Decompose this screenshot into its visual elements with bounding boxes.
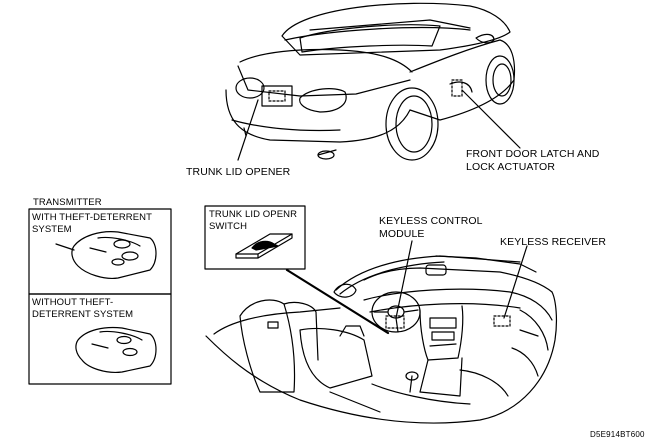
key-fob-without-theft-deterrent xyxy=(75,326,157,373)
keyless-receiver-label: KEYLESS RECEIVER xyxy=(500,236,607,248)
keyless-control-module-label-line1: KEYLESS CONTROL xyxy=(379,215,483,227)
front-door-latch-label-line2: LOCK ACTUATOR xyxy=(466,161,556,173)
keyless-receiver-leader xyxy=(503,245,528,319)
trunk-switch-label-line1: TRUNK LID OPENR xyxy=(209,209,298,220)
transmitter-heading: TRANSMITTER xyxy=(33,197,102,208)
with-theft-deterrent-label-line2: SYSTEM xyxy=(32,224,72,235)
key-fob-with-theft-deterrent xyxy=(55,231,157,279)
front-door-latch-label-line1: FRONT DOOR LATCH AND xyxy=(466,148,600,160)
trunk-lid-opener-label: TRUNK LID OPENER xyxy=(186,166,291,178)
door-latch-leader xyxy=(461,89,521,149)
keyless-module-leader xyxy=(395,240,413,319)
figure-code: D5E914BT6001 xyxy=(590,430,645,439)
trunk-switch-drawing xyxy=(235,233,293,259)
trunk-switch-leader xyxy=(285,268,390,335)
keyless-control-module-label-line2: MODULE xyxy=(379,228,425,240)
trunk-switch-box xyxy=(204,205,306,270)
trunk-switch-label-line2: SWITCH xyxy=(209,221,248,232)
trunk-opener-leader xyxy=(237,99,259,161)
with-theft-deterrent-label-line1: WITH THEFT-DETERRENT xyxy=(32,212,153,223)
rear-car-drawing xyxy=(225,2,516,161)
without-theft-deterrent-label-line1: WITHOUT THEFT- xyxy=(32,297,114,308)
transmitter-group xyxy=(28,208,172,385)
interior-drawing xyxy=(205,255,558,424)
without-theft-deterrent-label-line2: DETERRENT SYSTEM xyxy=(32,309,134,320)
